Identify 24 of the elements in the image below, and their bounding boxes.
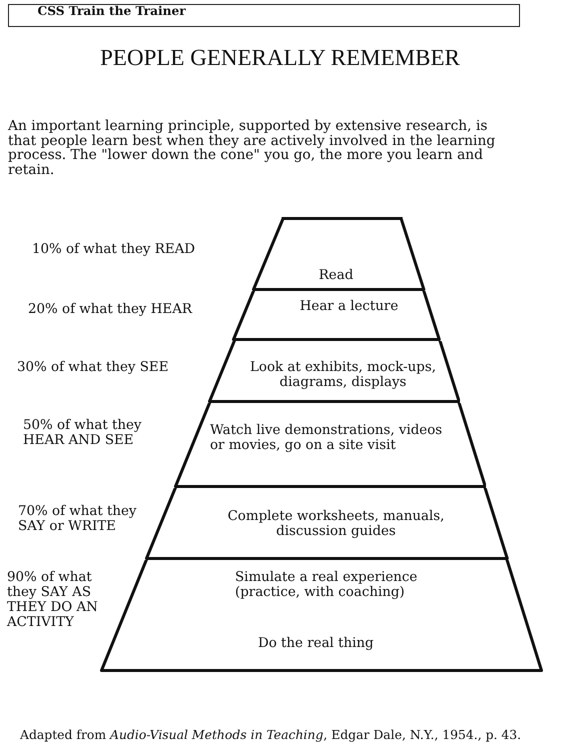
band-text: Complete worksheets, manuals, discussion guides bbox=[226, 509, 446, 539]
title: PEOPLE GENERALLY REMEMBER bbox=[100, 44, 460, 71]
band-text: Do the real thing bbox=[258, 636, 374, 651]
intro-paragraph: An important learning principle, supported by extensive research, is that people learn best when they are actively involved in the learning process. The "lower down the cone" you go, the more you learn and retain. bbox=[8, 119, 496, 177]
band-text: Look at exhibits, mock-ups, diagrams, displays bbox=[248, 360, 437, 390]
percentage-label: 10% of what they READ bbox=[32, 242, 196, 257]
source-citation: Adapted from Audio-Visual Methods in Teaching, Edgar Dale, N.Y., 1954., p. 43. bbox=[20, 727, 522, 742]
percentage-label: 90% of what they SAY AS THEY DO AN ACTIVITY bbox=[7, 570, 99, 630]
pyramid-band bbox=[208, 341, 460, 403]
band-text: Hear a lecture bbox=[300, 299, 398, 314]
header-bar bbox=[8, 4, 520, 27]
band-text: Watch live demonstrations, videos or movies, go on a site visit bbox=[210, 423, 444, 453]
pyramid-band bbox=[100, 560, 543, 672]
percentage-label: 50% of what they HEAR AND SEE bbox=[23, 418, 142, 448]
band-text: Read bbox=[318, 268, 354, 283]
header-text: CSS Train the Trainer bbox=[38, 4, 186, 19]
percentage-label: 30% of what they SEE bbox=[17, 360, 168, 375]
pyramid-band bbox=[174, 403, 486, 488]
band-text: Simulate a real experience (practice, with coaching) bbox=[235, 570, 418, 600]
percentage-label: 20% of what they HEAR bbox=[28, 302, 192, 317]
percentage-label: 70% of what they SAY or WRITE bbox=[18, 504, 138, 534]
pyramid-band bbox=[252, 217, 426, 291]
pyramid-band bbox=[232, 291, 442, 341]
pyramid-band bbox=[144, 488, 509, 560]
